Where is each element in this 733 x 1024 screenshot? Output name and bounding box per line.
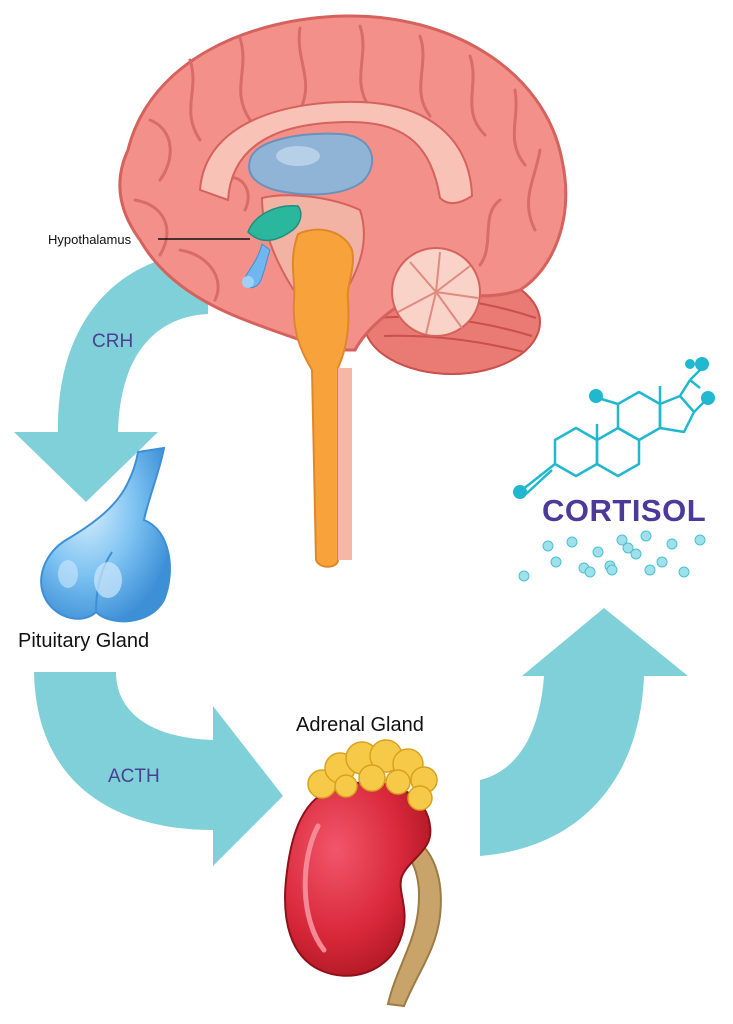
cortisol-molecule-icon: [521, 365, 709, 495]
kidney-adrenal-illustration: [284, 739, 442, 1008]
pituitary-gland-illustration: [40, 446, 171, 623]
cortisol-arrow: [480, 608, 688, 856]
crh-arrow: [14, 252, 208, 502]
cortisol-dots: [518, 530, 706, 582]
brain-illustration: [118, 14, 568, 568]
pituitary-gland-label: Pituitary Gland: [18, 630, 150, 652]
crh-label: CRH: [92, 331, 134, 352]
adrenal-gland-label: Adrenal Gland: [296, 714, 424, 736]
hypothalamus-label: Hypothalamus: [48, 232, 132, 247]
cortisol-label: CORTISOL: [542, 493, 707, 528]
acth-label: ACTH: [108, 766, 160, 787]
molecule-atoms: [513, 357, 715, 499]
acth-arrow: [34, 672, 283, 866]
